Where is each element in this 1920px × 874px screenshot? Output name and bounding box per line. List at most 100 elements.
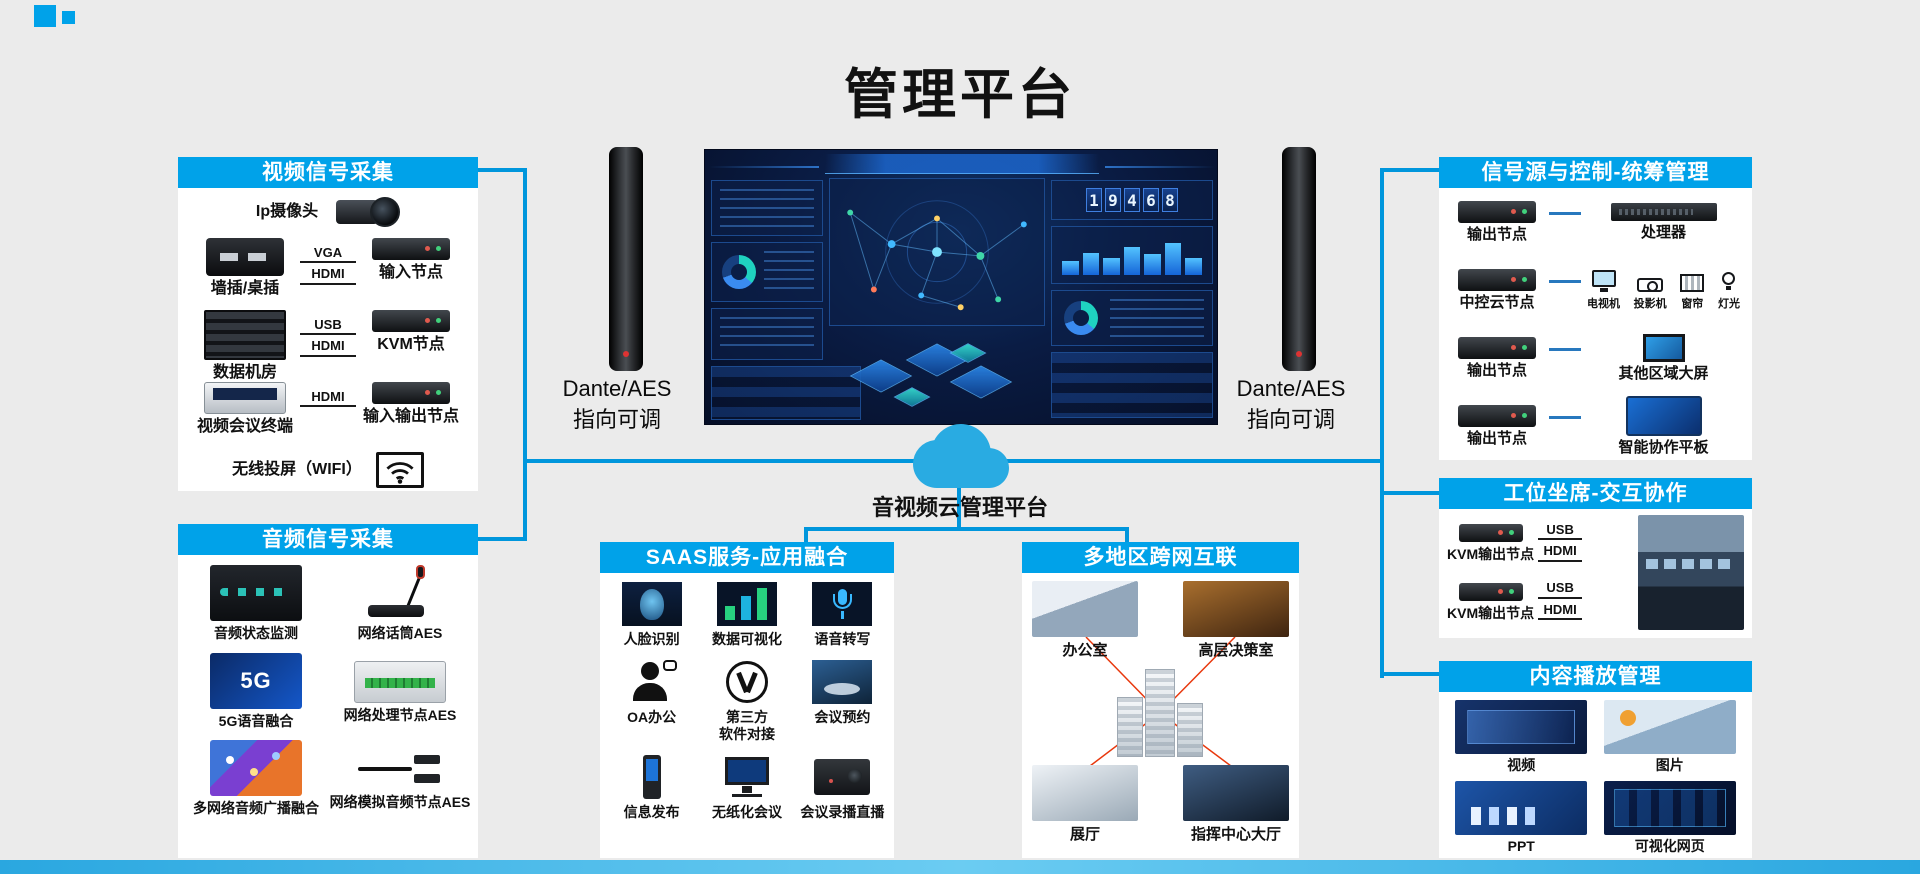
saas-item-data-viz: 数据可视化 [699,581,794,649]
panel-cross-network: 多地区跨网互联 办公室 高层决策室 展厅 指挥中心大厅 [1022,542,1299,858]
photo-exec-room [1183,581,1289,637]
wifi-icon [375,452,424,488]
webpage-thumbnail [1603,780,1736,835]
dashboard-table-right [1051,352,1213,418]
info-kiosk-icon [642,754,661,799]
dashboard-bar-chart [1051,226,1213,284]
line-bus-to-kvm [1384,491,1439,495]
kvm-connectors-2: USB HDMI [1538,580,1583,624]
big-screen-icon [1642,333,1685,362]
kvm-body: KVM输出节点 KVM输出节点 USB HDMI USB HDMI [1439,509,1752,638]
input-node-icon [372,238,450,260]
dashboard-left-box-1 [711,180,823,236]
usb-label: USB [1546,580,1574,596]
kvm-output-node-icon [1458,582,1523,601]
line-bus-to-control [1384,168,1439,172]
region-link-lines [1085,636,1236,770]
central-control-label: 中控云节点 [1459,293,1535,311]
panel-video-capture-title: 视频信号采集 [178,157,478,188]
line-video-to-bus [478,168,527,172]
kvm-connectors-1: USB HDMI [1538,521,1583,566]
kvm-output-label: KVM输出节点 [1447,604,1535,621]
dashboard-big-number: 1 9 4 6 8 [1086,188,1178,212]
digit: 9 [1105,188,1121,212]
dashboard-left-box-2 [711,242,823,302]
5g-badge: 5G [240,667,272,693]
c2: 输入节点 [356,238,466,282]
usb-label: USB [1546,521,1574,537]
processor-icon [1610,202,1717,221]
row-data-room: 数据机房 USB HDMI KVM节点 [178,308,478,381]
big-screen-label: 其他区域大屏 [1618,364,1709,382]
panel-saas-services: SAAS服务-应用融合 人脸识别 数据可视化 语音转写 OA办公 第三方 软件对… [600,542,894,858]
connectors-vga-hdmi: VGA HDMI [300,238,356,289]
ip-camera-label: Ip摄像头 [255,203,319,221]
audio-item-broadcast-fusion: 多网络音频广播融合 [184,740,328,818]
line-drop-regions [1125,527,1129,546]
server-rack-icon [204,310,286,360]
audio-monitor-icon [210,565,302,621]
saas-grid: 人脸识别 数据可视化 语音转写 OA办公 第三方 软件对接 会议预约 [600,573,894,821]
speaker-column-left [609,147,643,371]
digit: 6 [1143,188,1159,212]
device-link-line [1549,279,1581,283]
content-grid: 视频 图片 PPT 可视化网页 [1439,692,1752,855]
panel-cross-network-title: 多地区跨网互联 [1022,542,1299,573]
audio-item-aes-processor: 网络处理节点AES [328,653,472,731]
curtain-icon [1680,273,1705,292]
connector-line [300,333,356,336]
panel-kvm-title: 工位坐席-交互协作 [1439,478,1752,509]
control-row-bigscreen: 输出节点 其他区域大屏 [1439,324,1752,392]
dashboard-table-left [711,366,861,420]
dante-line1: Dante/AES [1236,376,1346,401]
panel-video-capture: 视频信号采集 Ip摄像头 墙插/桌插 VGA HDMI 输入节点 数据机房 [178,157,478,491]
command-center-label: 指挥中心大厅 [1190,826,1281,843]
saas-item-info-publish: 信息发布 [604,754,699,822]
saas-item-paperless: 无纸化会议 [699,754,794,822]
c1: 墙插/桌插 [190,238,300,298]
saas-item-thirdparty: 第三方 软件对接 [699,659,794,744]
dante-line2: 指向可调 [1246,406,1335,432]
audio-monitor-label: 音频状态监测 [214,625,298,641]
conference-terminal-icon [204,382,286,414]
io-node-icon [372,382,450,404]
content-item-webpage: 可视化网页 [1598,780,1743,856]
wall-plate-label: 墙插/桌插 [210,280,280,297]
wifi-glyph [386,462,414,484]
tv-icon [1591,269,1616,292]
connector-hdmi: HDMI [300,382,356,411]
connector-line [300,354,356,357]
exec-room-label: 高层决策室 [1198,642,1274,659]
recording-icon [814,758,871,795]
content-item-video: 视频 [1449,700,1594,775]
kvm-output-node-icon [1458,524,1523,543]
5g-fusion-label: 5G语音融合 [218,712,294,729]
control-row-tablet: 输出节点 智能协作平板 [1439,392,1752,460]
io-node-label: 输入输出节点 [362,408,459,425]
donut-chart [722,255,756,289]
picture-thumbnail [1603,700,1736,754]
data-viz-icon [716,582,777,626]
row-ip-camera: Ip摄像头 [178,188,478,236]
analog-node-label: 网络模拟音频节点AES [329,794,471,810]
content-item-ppt: PPT [1449,780,1594,856]
wireless-cast-label: 无线投屏（WIFI） [232,461,362,479]
control-row-room-devices: 中控云节点 电视机 投影机 窗帘 灯光 [1439,256,1752,324]
tv-label: 电视机 [1587,297,1620,310]
hdmi-label: HDMI [1543,543,1577,559]
cloud-platform-label: 音视频云管理平台 [871,495,1048,520]
hdmi-label: HDMI [311,266,345,282]
line-bottom-branch [804,527,1129,531]
panel-kvm-seats: 工位坐席-交互协作 KVM输出节点 KVM输出节点 USB HDMI USB H… [1439,478,1752,638]
dashboard-donut-box [1051,290,1213,346]
thirdparty-integration-icon [725,660,768,703]
usb-label: USB [314,317,342,332]
connector-line [1538,596,1583,599]
line-cloud-down [957,483,961,531]
broadcast-fusion-label: 多网络音频广播融合 [193,800,319,816]
kvm-node-label: KVM节点 [377,336,445,353]
broadcast-fusion-icon [210,740,302,796]
dashboard-iso-platform [829,332,1045,420]
dashboard-left-box-3 [711,308,823,360]
exhibition-hall-label: 展厅 [1069,826,1100,843]
